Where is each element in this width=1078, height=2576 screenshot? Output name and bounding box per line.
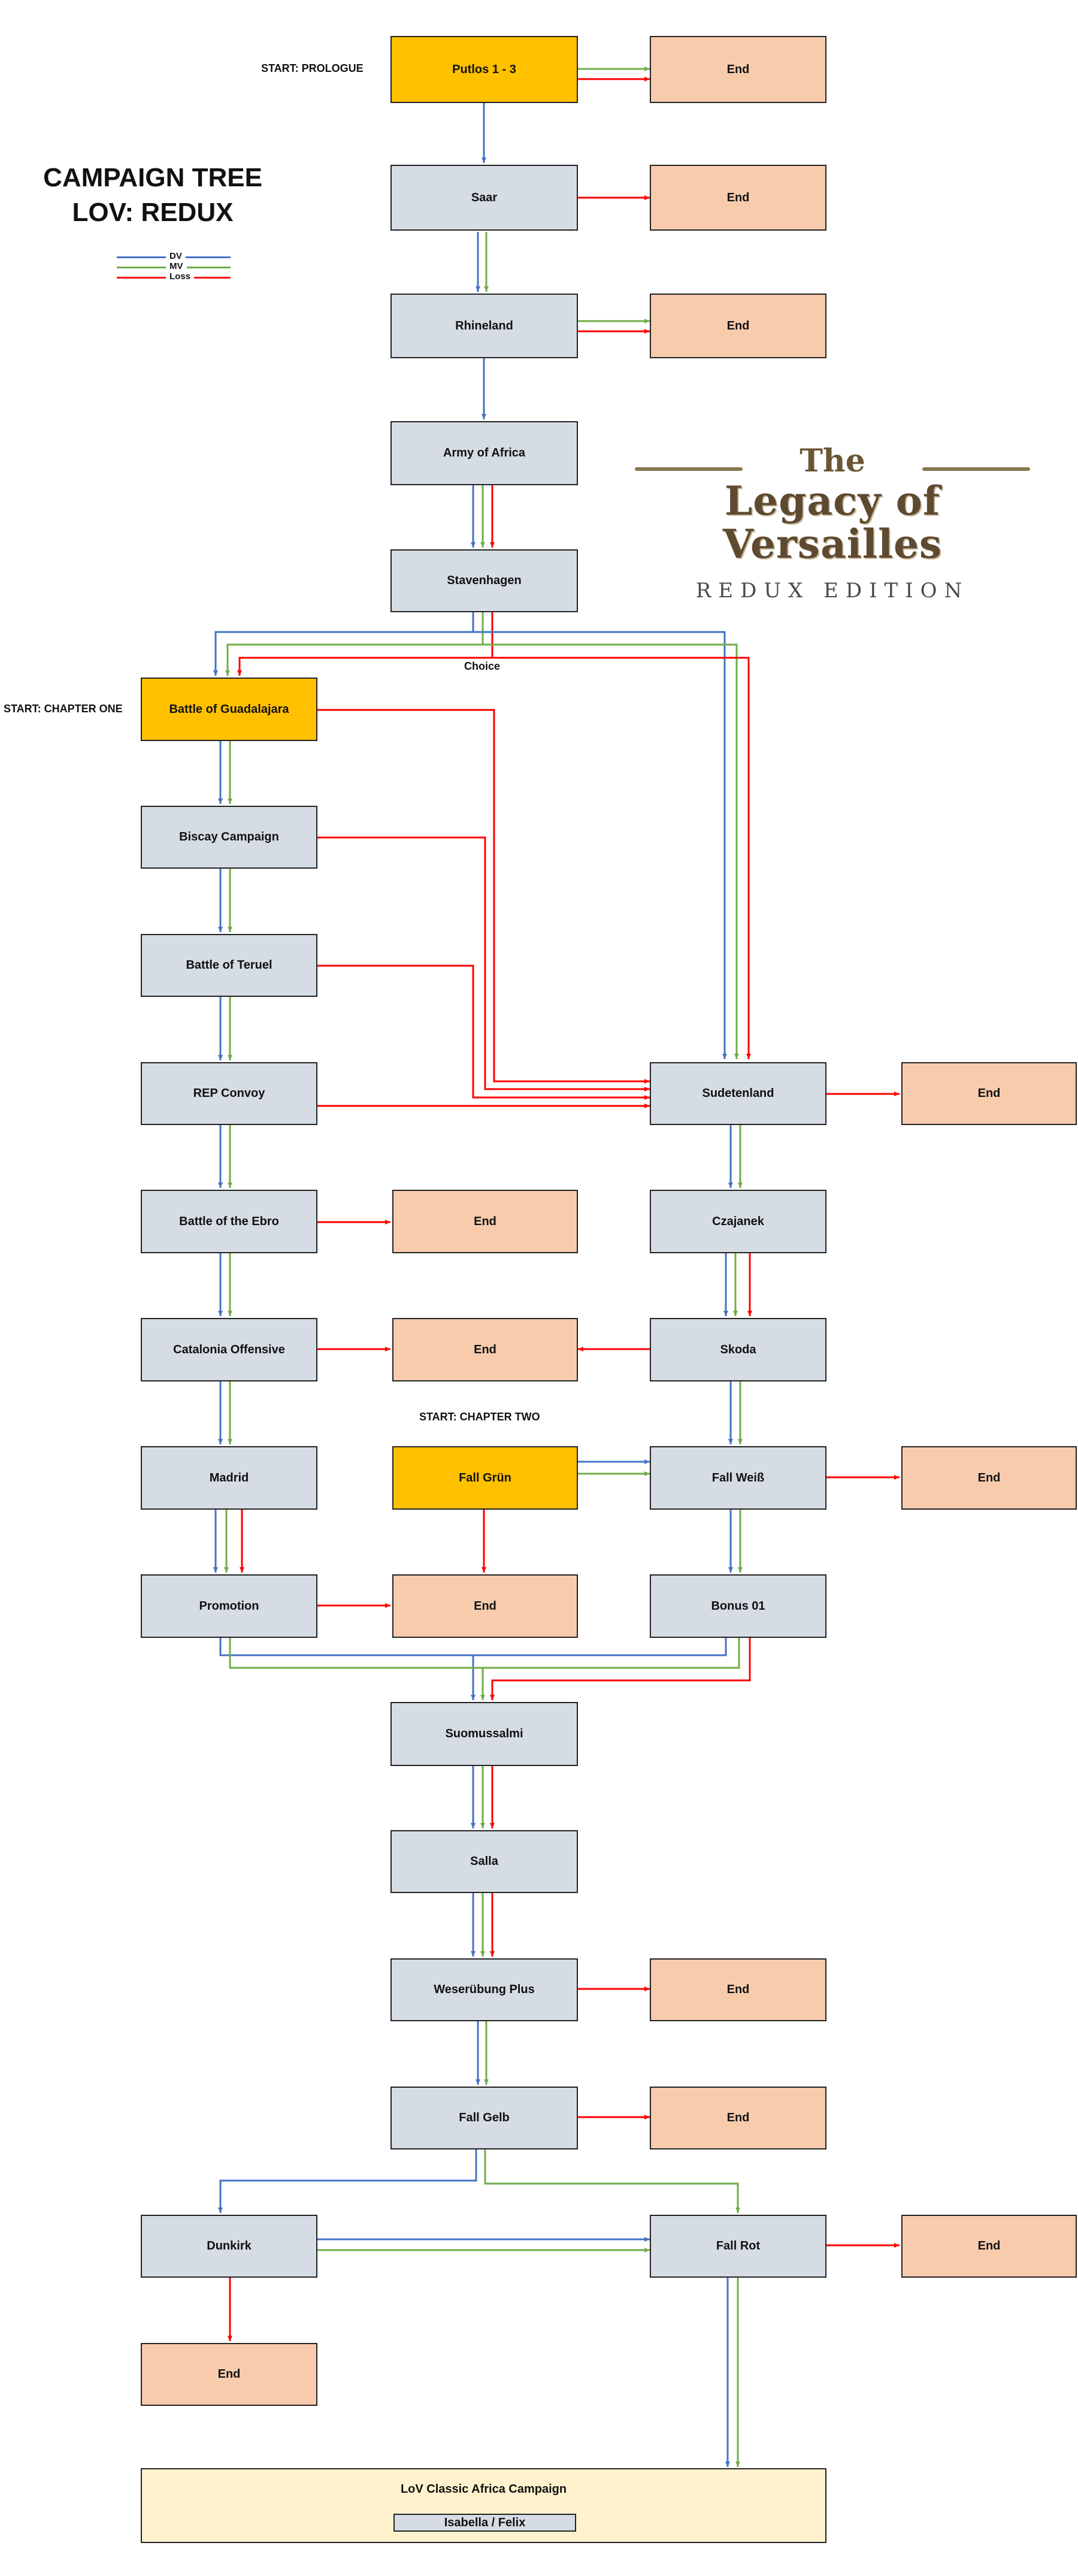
connector-dv <box>473 631 727 1059</box>
connector-dv <box>213 612 474 676</box>
node-bonus01: Bonus 01 <box>650 1574 826 1638</box>
node-end: End <box>141 2343 317 2406</box>
connector-mv <box>483 1638 740 1669</box>
node-end: End <box>901 1062 1077 1125</box>
title-line-1: CAMPAIGN TREE <box>43 163 262 192</box>
start-chapter-one-label: START: CHAPTER ONE <box>4 703 123 715</box>
connector-dv <box>219 1638 476 1700</box>
logo-line-1: The <box>800 443 865 479</box>
node-end: End <box>650 36 826 103</box>
legend-label: MV <box>166 261 187 271</box>
node-suomussalmi: Suomussalmi <box>390 1702 578 1766</box>
title-line-2: LOV: REDUX <box>72 198 234 227</box>
node-rhineland: Rhineland <box>390 294 578 358</box>
node-end: End <box>392 1190 578 1253</box>
node-stavenhagen: Stavenhagen <box>390 549 578 612</box>
connector-loss <box>490 1638 751 1700</box>
connector-mv <box>229 1638 485 1700</box>
node-czajanek: Czajanek <box>650 1190 826 1253</box>
node-madrid: Madrid <box>141 1446 317 1510</box>
connector-dv <box>218 2149 477 2213</box>
node-fall-gelb: Fall Gelb <box>390 2087 578 2149</box>
node-africa-campaign: LoV Classic Africa Campaign Isabella / F… <box>141 2468 826 2543</box>
choice-label: Choice <box>464 660 501 672</box>
node-fall-weiss: Fall Weiß <box>650 1446 826 1510</box>
node-fall-grun: Fall Grün <box>392 1446 578 1510</box>
campaign-tree-title: CAMPAIGN TREE LOV: REDUX <box>42 161 264 230</box>
legend-label: Loss <box>166 271 195 282</box>
legend-item-mv: MV <box>117 261 237 272</box>
node-ebro: Battle of the Ebro <box>141 1190 317 1253</box>
connector-loss <box>237 612 493 676</box>
node-end: End <box>901 2215 1077 2278</box>
node-dunkirk: Dunkirk <box>141 2215 317 2278</box>
node-army-of-africa: Army of Africa <box>390 421 578 485</box>
start-prologue-label: START: PROLOGUE <box>261 62 364 74</box>
node-saar: Saar <box>390 165 578 231</box>
node-end: End <box>392 1574 578 1638</box>
node-end: End <box>901 1446 1077 1510</box>
node-weserubung: Weserübung Plus <box>390 1958 578 2021</box>
node-end: End <box>650 294 826 358</box>
connector-mv <box>483 643 739 1059</box>
legacy-of-versailles-logo: The Legacy of Versailles REDUX EDITION <box>623 443 1042 603</box>
connector-loss <box>317 965 650 1100</box>
node-sudetenland: Sudetenland <box>650 1062 826 1125</box>
node-catalonia: Catalonia Offensive <box>141 1318 317 1381</box>
node-biscay: Biscay Campaign <box>141 806 317 869</box>
connector-loss <box>317 709 650 1084</box>
connector-loss <box>317 836 650 1092</box>
africa-campaign-subtitle: Isabella / Felix <box>393 2514 576 2532</box>
logo-line-2: Legacy of Versailles <box>722 477 943 567</box>
connector-mv <box>225 612 484 676</box>
node-end: End <box>392 1318 578 1381</box>
legend-label: DV <box>166 251 186 261</box>
node-teruel: Battle of Teruel <box>141 934 317 997</box>
node-guadalajara: Battle of Guadalajara <box>141 678 317 741</box>
node-putlos: Putlos 1 - 3 <box>390 36 578 103</box>
node-end: End <box>650 165 826 231</box>
legend-item-loss: Loss <box>117 271 237 282</box>
legend-item-dv: DV <box>117 251 237 262</box>
node-end: End <box>650 1958 826 2021</box>
node-rep-convoy: REP Convoy <box>141 1062 317 1125</box>
node-end: End <box>650 2087 826 2149</box>
node-promotion: Promotion <box>141 1574 317 1638</box>
legend: DV MV Loss <box>117 251 237 282</box>
connector-mv <box>484 2149 740 2213</box>
logo-line-3: REDUX EDITION <box>695 579 970 603</box>
start-chapter-two-label: START: CHAPTER TWO <box>419 1411 540 1423</box>
connector-dv <box>473 1638 727 1656</box>
node-salla: Salla <box>390 1830 578 1893</box>
node-fall-rot: Fall Rot <box>650 2215 826 2278</box>
node-skoda: Skoda <box>650 1318 826 1381</box>
connector-loss <box>492 657 751 1059</box>
africa-campaign-title: LoV Classic Africa Campaign <box>400 2483 567 2496</box>
